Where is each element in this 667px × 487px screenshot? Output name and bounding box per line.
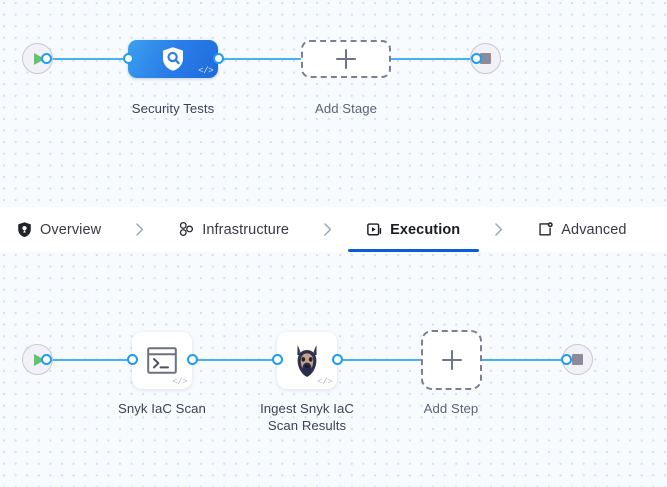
port-security-tests-input[interactable]	[123, 53, 134, 64]
port-ingest-input[interactable]	[272, 354, 283, 365]
edge-add-stage-to-end	[387, 58, 477, 60]
chevron-right-icon	[319, 221, 336, 238]
edge-snyk-iac-scan-to-ingest	[192, 359, 278, 361]
step-node-label-snyk-iac-scan: Snyk IaC Scan	[118, 401, 206, 416]
step-node-ingest-snyk-results[interactable]: </>	[277, 332, 337, 389]
port-end-input[interactable]	[471, 53, 482, 64]
chevron-right-icon	[490, 221, 507, 238]
infrastructure-nodes-icon	[180, 221, 194, 237]
tab-label-overview: Overview	[40, 221, 102, 238]
tab-label-advanced: Advanced	[561, 221, 627, 238]
stage-canvas[interactable]: </> Security Tests Add Stage	[0, 0, 667, 207]
port-ingest-output[interactable]	[332, 354, 343, 365]
port-snyk-iac-scan-output[interactable]	[187, 354, 198, 365]
edge-start-to-snyk-iac-scan	[46, 359, 132, 361]
code-badge: </>	[317, 377, 332, 387]
edge-add-step-to-end	[482, 359, 566, 361]
step-flow: </> Snyk IaC Scan </>	[0, 252, 667, 487]
chevron-right-icon	[131, 221, 148, 238]
tab-label-infrastructure: Infrastructure	[202, 221, 290, 238]
stage-flow: </> Security Tests Add Stage	[0, 0, 667, 207]
execution-play-box-icon	[367, 223, 382, 236]
steps-start-node[interactable]	[22, 344, 53, 375]
stop-icon	[572, 354, 583, 365]
add-stage-label: Add Stage	[314, 101, 378, 116]
step-node-label-ingest-snyk-results: Ingest Snyk IaC Scan Results	[260, 401, 354, 433]
tab-label-execution: Execution	[390, 221, 461, 238]
tab-advanced[interactable]: Advanced	[535, 207, 628, 252]
port-steps-start-output[interactable]	[41, 354, 52, 365]
edge-ingest-to-add-step	[337, 359, 421, 361]
step-canvas[interactable]: </> Snyk IaC Scan </>	[0, 252, 667, 487]
shield-magnifier-icon	[163, 47, 183, 71]
pipeline-end-node[interactable]	[470, 43, 501, 74]
plus-icon	[336, 49, 356, 69]
port-steps-end-input[interactable]	[561, 354, 572, 365]
code-badge: </>	[198, 66, 213, 76]
port-start-output[interactable]	[41, 53, 52, 64]
add-step-label: Add Step	[423, 401, 479, 416]
stop-icon	[480, 53, 491, 64]
port-security-tests-output[interactable]	[213, 53, 224, 64]
play-icon	[33, 52, 45, 65]
play-icon	[33, 353, 45, 366]
shield-icon	[18, 222, 31, 238]
tab-infrastructure[interactable]: Infrastructure	[176, 207, 291, 252]
stage-node-label-security-tests: Security Tests	[131, 101, 215, 116]
plus-icon	[441, 350, 462, 370]
code-badge: </>	[172, 377, 187, 387]
terminal-icon	[147, 347, 177, 374]
add-step-button[interactable]	[421, 330, 482, 390]
edge-security-tests-to-add-stage	[221, 58, 305, 60]
stage-node-security-tests[interactable]: </>	[128, 40, 218, 78]
pipeline-tab-bar[interactable]: Overview Infrastructure Execution	[0, 207, 667, 252]
tab-overview[interactable]: Overview	[14, 207, 103, 252]
advanced-gear-icon	[539, 222, 553, 236]
edge-start-to-security-tests	[46, 58, 128, 60]
step-node-snyk-iac-scan[interactable]: </>	[132, 332, 192, 389]
snyk-dog-icon	[297, 344, 317, 377]
tab-execution[interactable]: Execution	[348, 207, 480, 252]
port-snyk-iac-scan-input[interactable]	[127, 354, 138, 365]
add-stage-button[interactable]	[301, 40, 391, 78]
